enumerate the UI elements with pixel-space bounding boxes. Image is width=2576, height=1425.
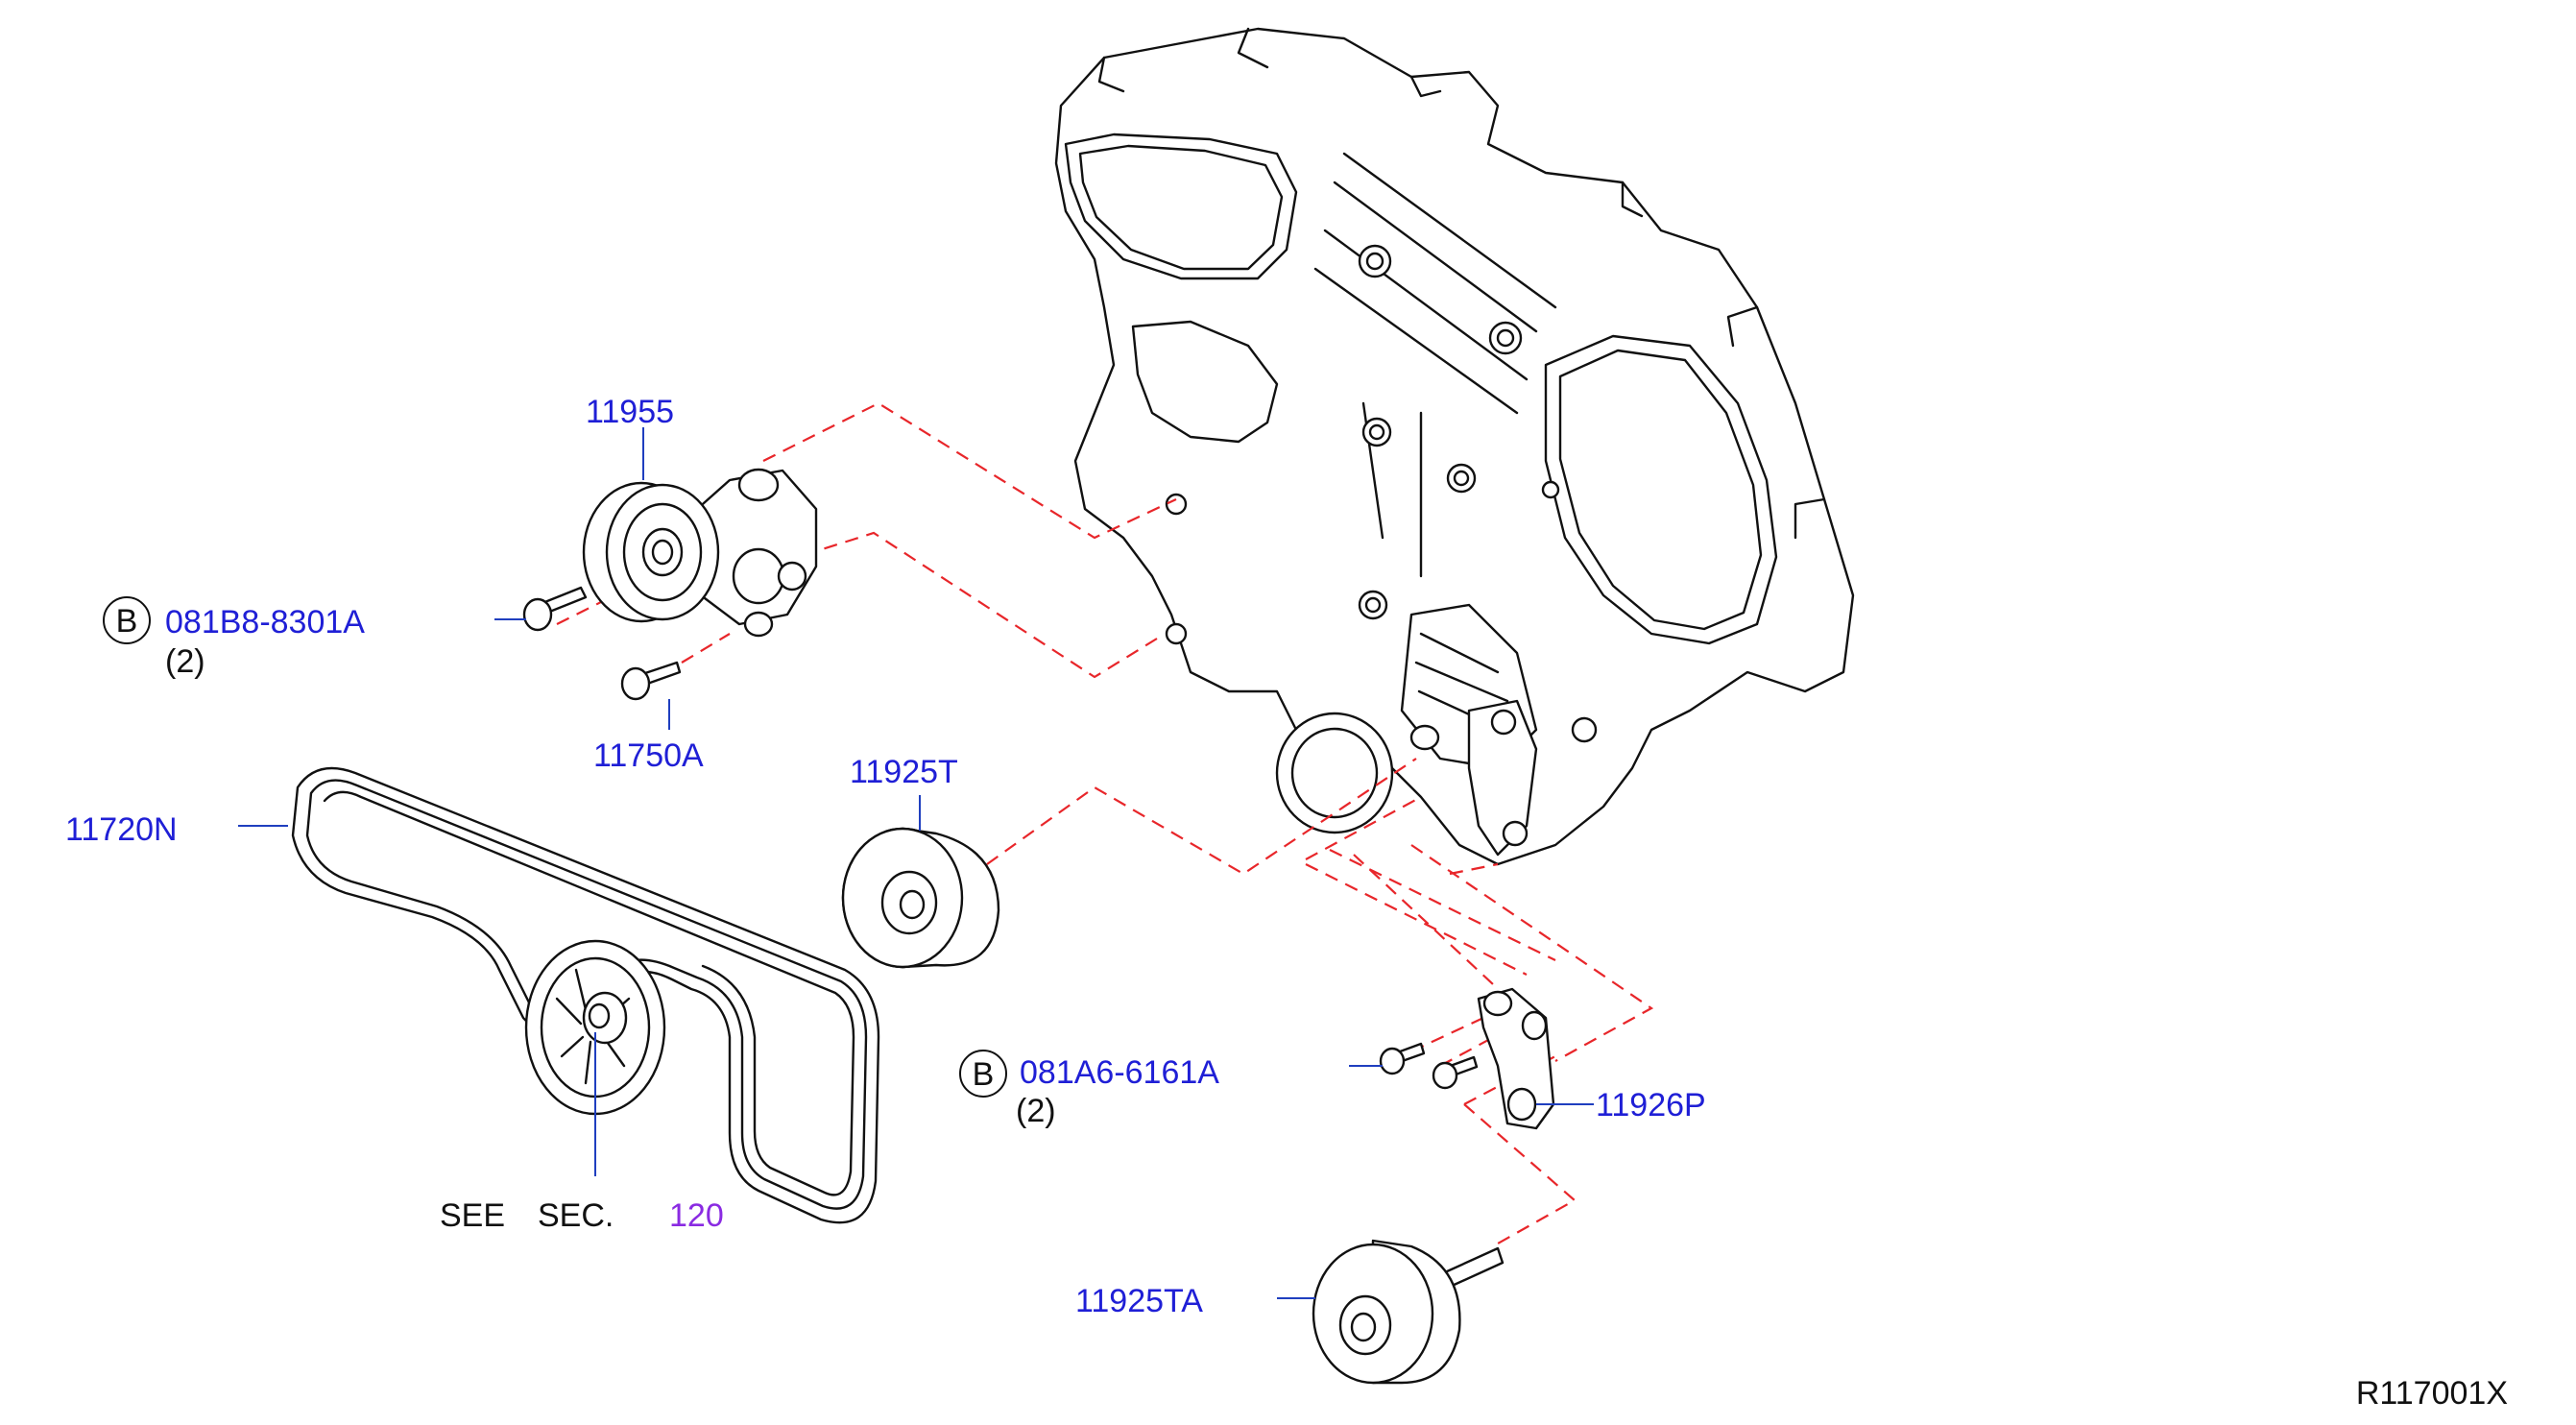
phantom-lines: [556, 401, 1654, 1244]
callout-b-letter-1: B: [116, 603, 138, 640]
label-081b8-qty: (2): [165, 643, 205, 680]
label-081a6-6161a: 081A6-6161A: [1020, 1054, 1219, 1091]
callout-b-circle-1: [103, 596, 151, 644]
bolt-081b8[interactable]: [522, 586, 588, 632]
idler-pulley-11925ta[interactable]: [1312, 1239, 1505, 1385]
idler-pulley-11925t[interactable]: [841, 827, 1000, 969]
callout-b-circle-2: [959, 1050, 1007, 1098]
label-11925ta: 11925TA: [1075, 1283, 1203, 1319]
label-sec-120[interactable]: 120: [669, 1197, 724, 1234]
bolts-081a6[interactable]: [1379, 1042, 1479, 1090]
bracket-11926p[interactable]: [1477, 987, 1555, 1130]
label-081b8-8301a: 081B8-8301A: [165, 604, 365, 640]
label-see: SEE: [440, 1197, 505, 1234]
callout-b-letter-2: B: [973, 1056, 995, 1093]
drawing-code: R117001X: [2356, 1375, 2508, 1412]
label-081a6-qty: (2): [1016, 1093, 1056, 1129]
engine-front-cover: [1054, 27, 1855, 866]
label-11750a: 11750A: [593, 737, 704, 774]
label-11925t: 11925T: [850, 754, 958, 790]
bolt-11750a[interactable]: [620, 661, 682, 701]
label-11926p: 11926P: [1596, 1087, 1706, 1123]
crank-pulley[interactable]: [524, 939, 666, 1116]
tensioner-assembly[interactable]: [582, 468, 818, 638]
drive-belt[interactable]: [291, 766, 880, 1224]
label-11720n: 11720N: [65, 811, 178, 848]
leader-lines: [238, 427, 1594, 1299]
label-11955: 11955: [586, 394, 674, 430]
label-sec: SEC.: [538, 1197, 614, 1234]
